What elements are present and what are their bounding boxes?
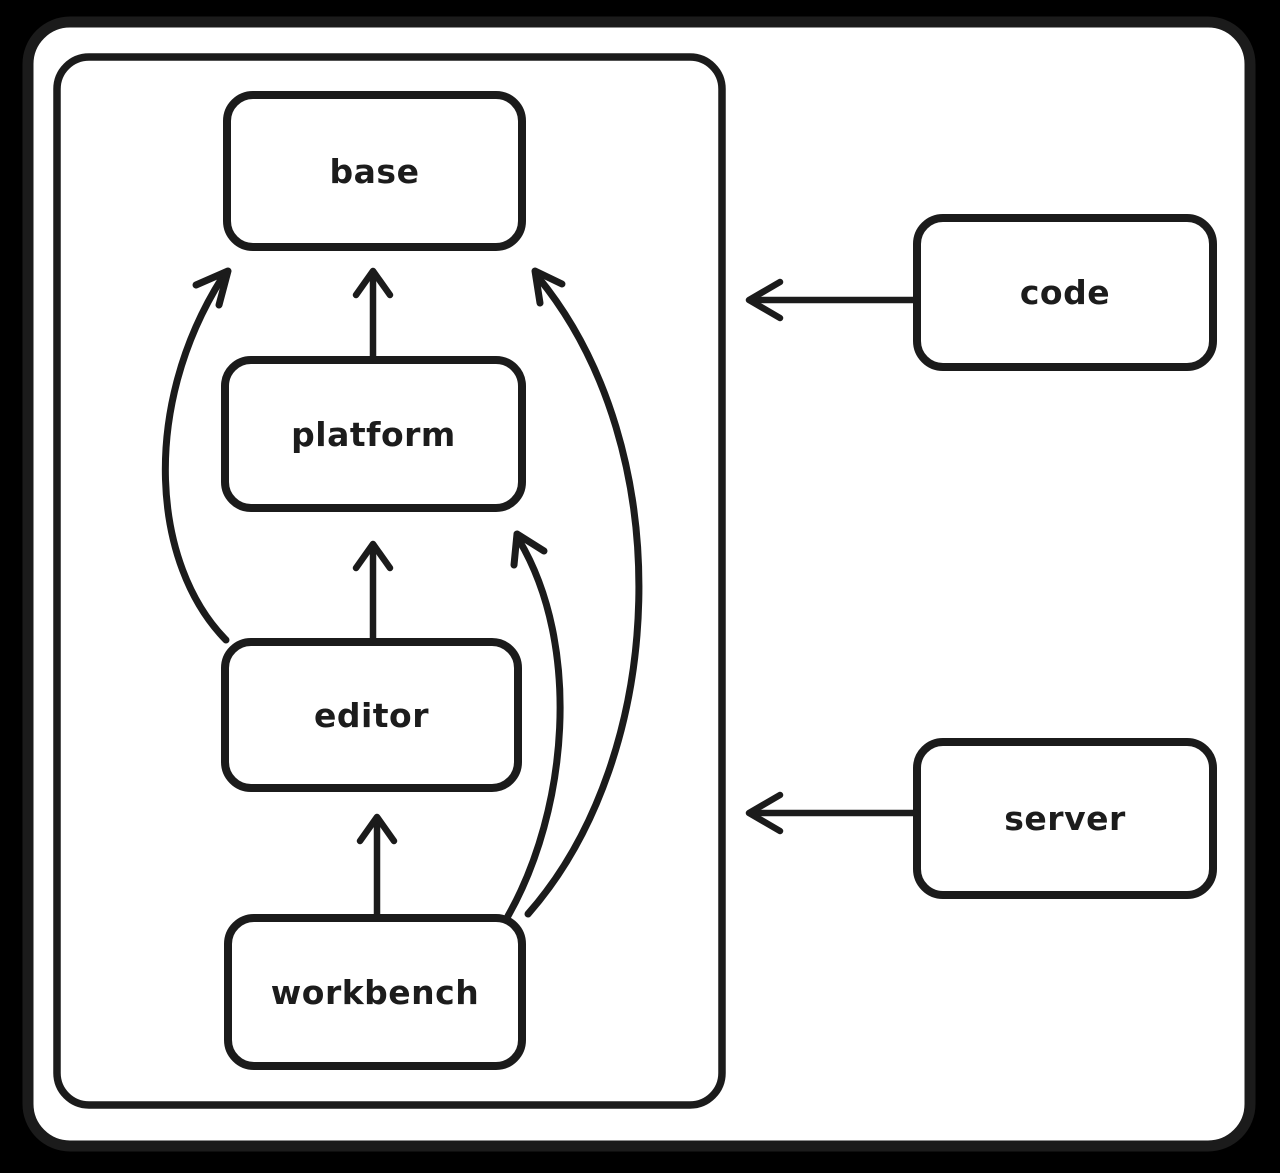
arrow-code-to-group [745, 278, 920, 322]
arrow-workbench-to-platform [504, 530, 564, 920]
node-editor-box [221, 638, 522, 792]
node-workbench-box [224, 914, 526, 1070]
arrow-editor-to-platform [352, 540, 394, 644]
arrow-workbench-to-base [524, 267, 643, 918]
node-server-box [913, 738, 1217, 899]
arrow-editor-to-base [161, 267, 232, 644]
node-platform-box [221, 356, 526, 512]
arrow-platform-to-base [352, 267, 394, 362]
arrow-server-to-group [745, 791, 920, 835]
arrow-workbench-to-editor [356, 813, 398, 920]
modules-group-frame [53, 53, 726, 1109]
node-base-box [223, 91, 526, 251]
node-code-box [913, 214, 1217, 371]
